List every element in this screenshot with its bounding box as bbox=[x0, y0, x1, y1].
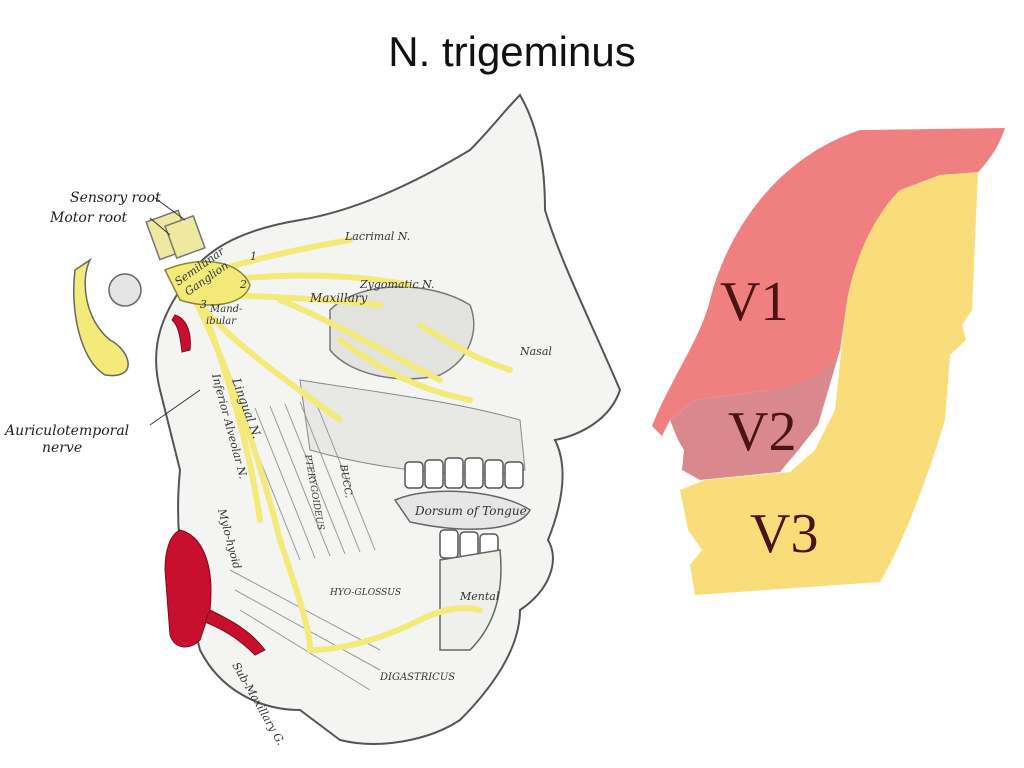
zone-v2 bbox=[670, 208, 852, 480]
nerve-roots bbox=[145, 209, 206, 261]
label-mandibular-b: ibular bbox=[206, 316, 237, 327]
trigeminal-anatomy-illustration: Sensory root Motor root Auriculotemporal… bbox=[3, 93, 622, 747]
label-hyoglossus: HYO-GLOSSUS bbox=[329, 588, 401, 598]
label-maxillary: Maxillary bbox=[309, 291, 368, 305]
muscle-hatching bbox=[229, 399, 381, 691]
tongue bbox=[393, 490, 531, 530]
label-lacrimal: Lacrimal N. bbox=[344, 230, 410, 243]
mandible bbox=[439, 549, 502, 651]
label-mental: Mental bbox=[459, 590, 500, 603]
label-dorsum-of-tongue: Dorsum of Tongue bbox=[414, 504, 527, 518]
label-zygomatic: Zygomatic N. bbox=[359, 278, 435, 291]
label-sensory-root: Sensory root bbox=[70, 190, 161, 206]
leader-lines bbox=[149, 197, 201, 426]
trigeminal-dermatome-map: V1 V2 V3 bbox=[652, 128, 1005, 595]
zone-v1 bbox=[652, 128, 1005, 436]
label-num-2: 2 bbox=[239, 278, 247, 291]
zone-v3 bbox=[680, 172, 978, 595]
maxilla-region bbox=[299, 379, 526, 475]
zone-label-v3: V3 bbox=[750, 503, 818, 565]
zone-label-v1: V1 bbox=[720, 271, 788, 333]
label-digastricus: DIGASTRICUS bbox=[379, 672, 455, 683]
label-motor-root: Motor root bbox=[49, 210, 128, 226]
teeth bbox=[404, 457, 524, 559]
label-num-1: 1 bbox=[250, 250, 257, 263]
label-nasal: Nasal bbox=[519, 345, 552, 358]
label-nerve: nerve bbox=[42, 440, 82, 456]
label-auriculotemporal: Auriculotemporal bbox=[3, 423, 129, 439]
label-num-3: 3 bbox=[200, 298, 207, 311]
zone-label-v2: V2 bbox=[728, 401, 796, 463]
ear-canal bbox=[73, 257, 129, 377]
semilunar-ganglion bbox=[163, 260, 251, 306]
slide-title: N. trigeminus bbox=[388, 28, 636, 75]
label-mandibular-a: Mand- bbox=[209, 304, 243, 315]
artery-vessels bbox=[164, 314, 266, 656]
